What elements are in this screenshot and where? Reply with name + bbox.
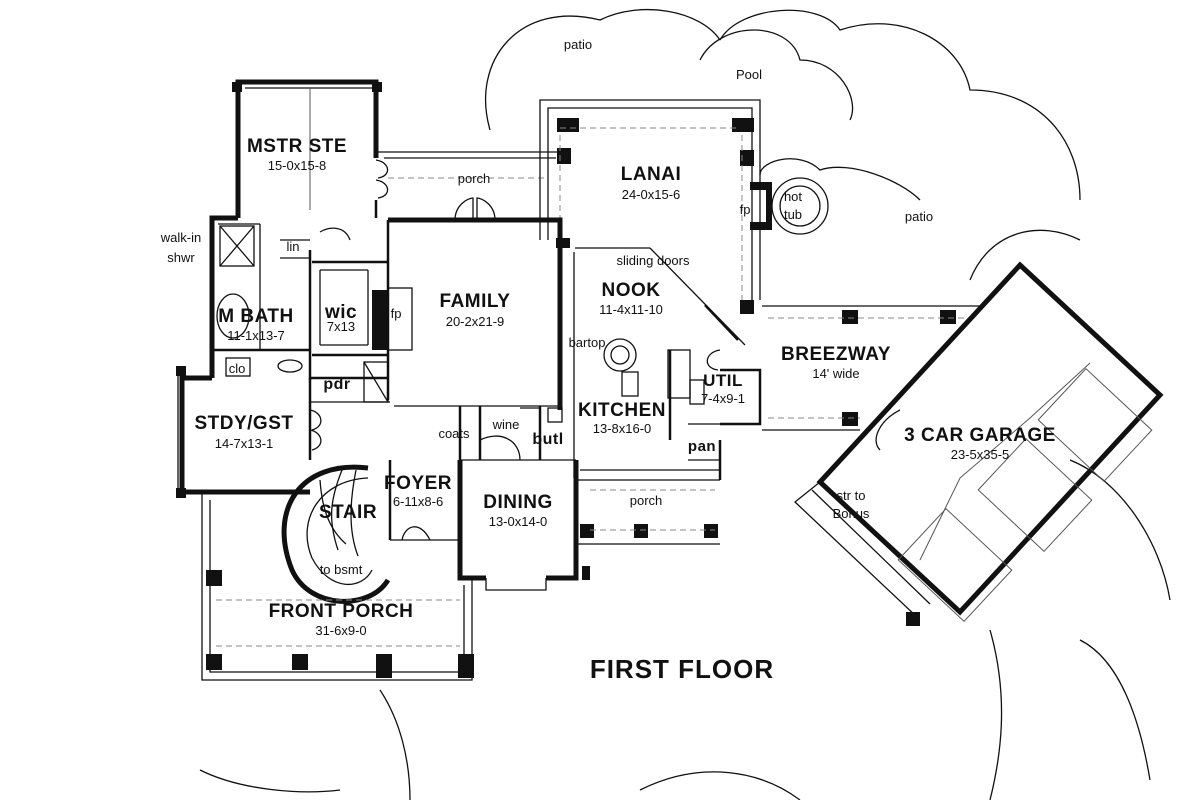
master-suite-walls xyxy=(232,79,389,218)
lanai-dim: 24-0x15-6 xyxy=(622,187,681,202)
breezeway-name: BREEZWAY xyxy=(781,344,891,365)
linen-label: lin xyxy=(286,239,299,254)
pool-label: Pool xyxy=(736,67,762,82)
front-porch-walls xyxy=(201,492,474,681)
stair-name: STAIR xyxy=(319,502,377,523)
util-name: UTIL xyxy=(703,371,743,390)
kitchen-name: KITCHEN xyxy=(578,400,666,421)
foyer-dim: 6-11x8-6 xyxy=(393,494,443,509)
stair-to-bonus-label-2: Bonus xyxy=(833,506,870,521)
walk-in-label-2: shwr xyxy=(167,250,195,265)
breezeway xyxy=(762,305,982,431)
landscape-outlines xyxy=(199,8,1171,800)
wic-dim: 7x13 xyxy=(327,319,355,334)
master-suite-dim: 15-0x15-8 xyxy=(268,158,327,173)
front-porch-dim: 31-6x9-0 xyxy=(315,623,366,638)
wic-name: wic xyxy=(324,302,357,323)
garage-walls xyxy=(794,261,1164,626)
powder-room-label: pdr xyxy=(323,376,350,393)
nook-dim: 11-4x11-10 xyxy=(599,302,663,317)
family-name: FAMILY xyxy=(440,291,511,312)
master-bath-name: M BATH xyxy=(218,306,293,327)
closet-label: clo xyxy=(229,361,246,376)
rear-porch xyxy=(378,151,560,221)
dining-name: DINING xyxy=(483,492,553,513)
lanai-fp-label: fp xyxy=(740,202,751,217)
wine-label: wine xyxy=(492,417,520,432)
master-suite-name: MSTR STE xyxy=(247,136,347,157)
master-bath-walls xyxy=(209,215,312,380)
stair-to-bonus-label-1: str to xyxy=(837,488,866,503)
garage-name: 3 CAR GARAGE xyxy=(904,425,1056,446)
lanai-name: LANAI xyxy=(621,164,682,185)
porch-label-top: porch xyxy=(458,171,491,186)
dining-dim: 13-0x14-0 xyxy=(489,514,548,529)
wic-walls xyxy=(312,227,388,357)
bartop-label: bartop xyxy=(569,335,606,350)
plan-title: FIRST FLOOR xyxy=(590,654,774,684)
pdr-coats-wine-walls xyxy=(310,361,563,461)
coats-label: coats xyxy=(438,426,470,441)
room-labels: patio Pool patio MSTR STE 15-0x15-8 porc… xyxy=(160,37,1056,684)
master-bath-dim: 11-1x13-7 xyxy=(227,328,285,343)
front-porch-bottom xyxy=(576,479,720,545)
lanai-walls xyxy=(539,99,829,314)
nook-kitchen-walls xyxy=(573,247,746,480)
study-walls xyxy=(176,366,322,498)
hot-tub-label-1: hot xyxy=(784,189,802,204)
util-pantry-walls xyxy=(688,349,762,461)
nook-name: NOOK xyxy=(602,280,661,301)
study-dim: 14-7x13-1 xyxy=(215,436,274,451)
sliding-doors-label: sliding doors xyxy=(617,253,690,268)
front-porch-name: FRONT PORCH xyxy=(269,601,414,622)
util-dim: 7-4x9-1 xyxy=(701,391,745,406)
kitchen-dim: 13-8x16-0 xyxy=(593,421,652,436)
family-fp-label: fp xyxy=(391,306,402,321)
porch-label-bottom: porch xyxy=(630,493,663,508)
pantry-label: pan xyxy=(688,438,716,455)
butler-pantry-label: butl xyxy=(532,431,563,448)
patio-label-right: patio xyxy=(905,209,933,224)
foyer-name: FOYER xyxy=(384,473,452,494)
dining-walls xyxy=(457,459,590,591)
study-name: STDY/GST xyxy=(194,413,293,434)
garage-dim: 23-5x35-5 xyxy=(951,447,1010,462)
patio-label-top: patio xyxy=(564,37,592,52)
family-dim: 20-2x21-9 xyxy=(446,314,505,329)
to-basement-label: to bsmt xyxy=(320,562,363,577)
breezeway-dim: 14' wide xyxy=(812,366,859,381)
hot-tub-label-2: tub xyxy=(784,207,802,222)
walk-in-label-1: walk-in xyxy=(160,230,201,245)
